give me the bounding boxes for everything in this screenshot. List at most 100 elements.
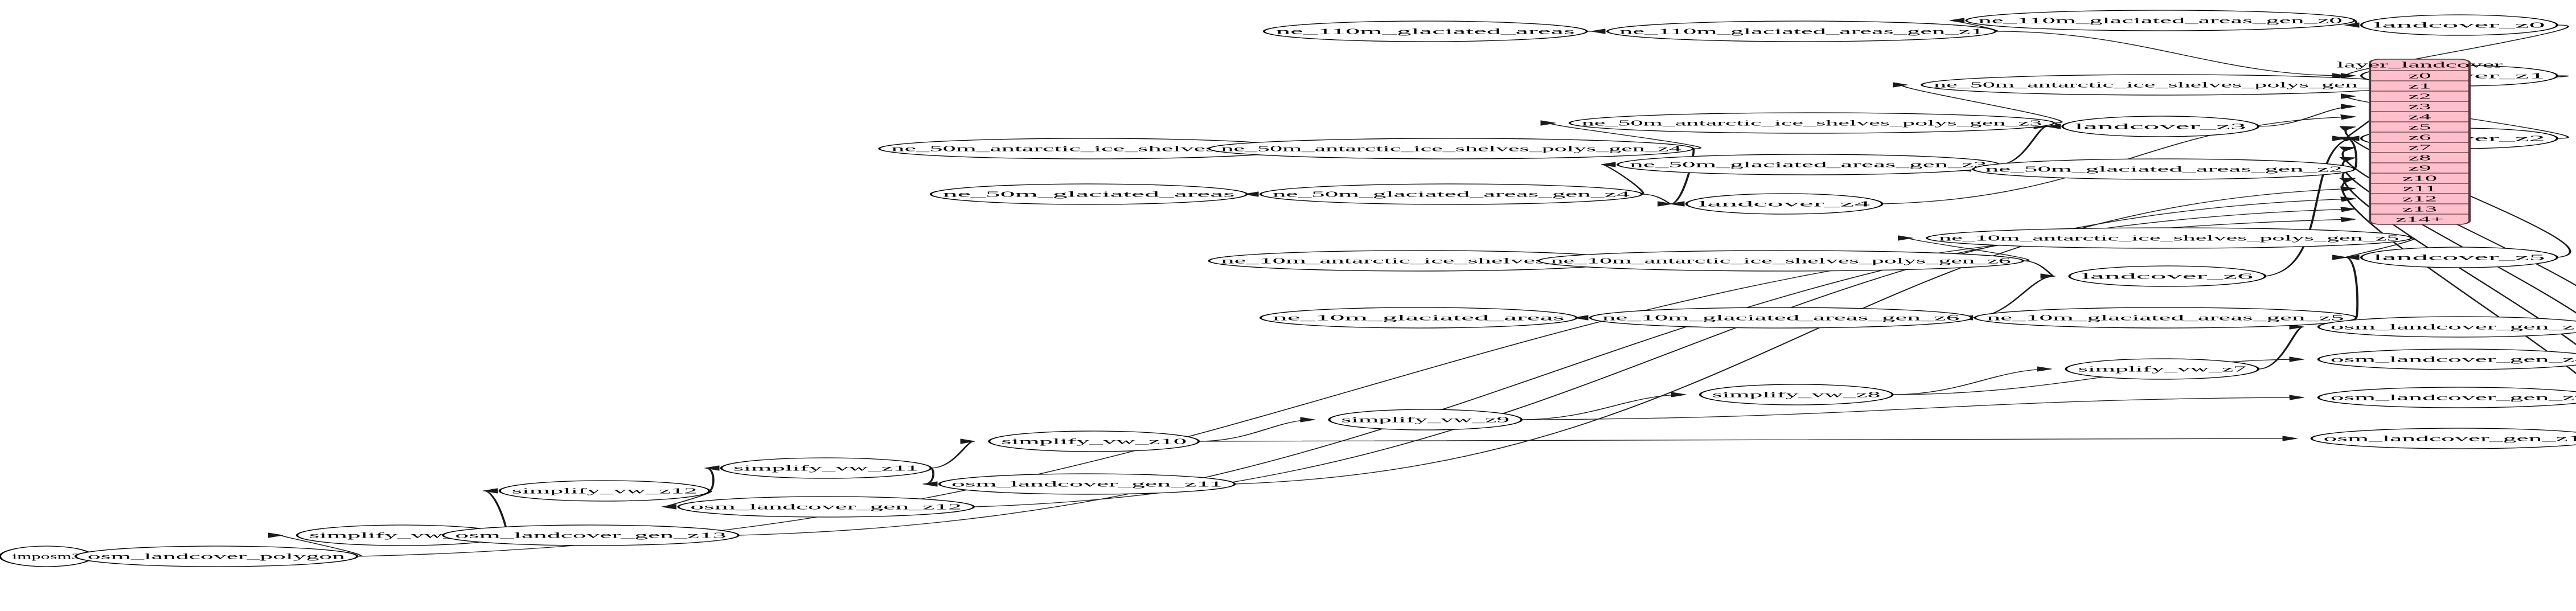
node-label: ne_10m_antarctic_ice_shelves_polys_gen_z… xyxy=(1939,233,2399,243)
node-simplify_vw_z8[interactable]: simplify_vw_z8 xyxy=(1699,384,1894,405)
node-label: imposm3 xyxy=(12,552,81,561)
table-row-z0[interactable]: z0 xyxy=(2409,71,2431,80)
node-shape xyxy=(2360,14,2558,36)
table-row-z8[interactable]: z8 xyxy=(2409,153,2431,162)
table-row-z6[interactable]: z6 xyxy=(2409,133,2431,142)
node-shape xyxy=(74,546,359,567)
edge-ne_50m_antarctic_ice_shelves_polys_gen_z4--to--landcover_z4 xyxy=(1671,148,1695,204)
node-label: ne_10m_glaciated_areas_gen_z5 xyxy=(1987,313,2344,322)
edge-simplify_vw_z10--to--osm_landcover_gen_z10 xyxy=(1199,438,2296,442)
table-header-label: layer_landcover xyxy=(2337,60,2503,69)
node-shape xyxy=(1699,384,1894,405)
node-label: osm_landcover_gen_z8 xyxy=(2331,355,2576,364)
node-label: landcover_z6 xyxy=(2081,272,2253,281)
node-label: osm_landcover_gen_z7 xyxy=(2331,322,2576,331)
node-label: ne_10m_antarctic_ice_shelves_polys xyxy=(1221,256,1616,265)
node-label: simplify_vw_z8 xyxy=(1712,390,1881,399)
node-shape xyxy=(2317,316,2576,338)
node-imposm3[interactable]: imposm3 xyxy=(0,546,94,567)
table-row-z3[interactable]: z3 xyxy=(2409,102,2431,111)
node-shape xyxy=(929,183,1248,205)
table-row-z12[interactable]: z12 xyxy=(2402,194,2437,203)
node-ne_10m_glaciated_areas[interactable]: ne_10m_glaciated_areas xyxy=(1259,307,1578,329)
node-osm_landcover_gen_z9[interactable]: osm_landcover_gen_z9 xyxy=(2317,387,2576,408)
node-label: ne_50m_glaciated_areas_gen_z4 xyxy=(1273,190,1630,199)
node-osm_landcover_gen_z12[interactable]: osm_landcover_gen_z12 xyxy=(677,496,975,518)
node-shape xyxy=(677,496,975,518)
node-ne_10m_antarctic_ice_shelves_polys_gen_z6[interactable]: ne_10m_antarctic_ice_shelves_polys_gen_z… xyxy=(1537,250,2024,272)
node-ne_50m_glaciated_areas_gen_z3[interactable]: ne_50m_glaciated_areas_gen_z3 xyxy=(1617,154,2000,175)
node-simplify_vw_z7[interactable]: simplify_vw_z7 xyxy=(2065,358,2260,380)
node-ne_50m_glaciated_areas_gen_z2[interactable]: ne_50m_glaciated_areas_gen_z2 xyxy=(1972,158,2356,180)
edge-ne_10m_antarctic_ice_shelves_polys_gen_z6--to--landcover_z6 xyxy=(2023,260,2054,276)
node-ne_10m_glaciated_areas_gen_z6[interactable]: ne_10m_glaciated_areas_gen_z6 xyxy=(1589,307,1973,329)
node-shape xyxy=(1685,193,1884,215)
node-label: simplify_vw_z10 xyxy=(1001,437,1187,446)
nodes-layer: imposm3 osm_landcover_polygon simplify_vw_… xyxy=(0,10,2576,567)
node-label: landcover_z4 xyxy=(1699,199,1871,208)
node-ne_110m_glaciated_areas[interactable]: ne_110m_glaciated_areas xyxy=(1262,20,1588,42)
table-row-z9[interactable]: z9 xyxy=(2409,163,2431,173)
table-row-z7[interactable]: z7 xyxy=(2409,143,2431,152)
node-ne_110m_glaciated_areas_gen_z0[interactable]: ne_110m_glaciated_areas_gen_z0 xyxy=(1965,10,2356,31)
table-row-z11[interactable]: z11 xyxy=(2403,184,2436,193)
node-ne_10m_antarctic_ice_shelves_polys_gen_z5[interactable]: ne_10m_antarctic_ice_shelves_polys_gen_z… xyxy=(1925,227,2413,249)
node-shape xyxy=(938,473,1236,495)
node-ne_50m_antarctic_ice_shelves_polys[interactable]: ne_50m_antarctic_ice_shelves_polys xyxy=(878,138,1300,159)
node-landcover_z4[interactable]: landcover_z4 xyxy=(1685,193,1884,215)
table-row-z10[interactable]: z10 xyxy=(2402,174,2437,183)
node-ne_50m_antarctic_ice_shelves_polys_gen_z4[interactable]: ne_50m_antarctic_ice_shelves_polys_gen_z… xyxy=(1208,138,1695,159)
node-osm_landcover_gen_z8[interactable]: osm_landcover_gen_z8 xyxy=(2317,348,2576,370)
node-osm_landcover_gen_z10[interactable]: osm_landcover_gen_z10 xyxy=(2310,428,2576,449)
node-label: osm_landcover_gen_z13 xyxy=(455,531,727,540)
node-simplify_vw_z11[interactable]: simplify_vw_z11 xyxy=(720,457,932,479)
node-simplify_vw_z9[interactable]: simplify_vw_z9 xyxy=(1328,409,1523,430)
node-shape xyxy=(442,524,740,546)
edge-ne_50m_glaciated_areas_gen_z3--to--landcover_z3 xyxy=(1999,126,2047,165)
node-osm_landcover_polygon[interactable]: osm_landcover_polygon xyxy=(74,546,359,567)
node-shape xyxy=(1606,20,1997,42)
node-shape xyxy=(2317,348,2576,370)
node-osm_landcover_gen_z13[interactable]: osm_landcover_gen_z13 xyxy=(442,524,740,546)
node-landcover_z3[interactable]: landcover_z3 xyxy=(2061,116,2260,137)
node-shape xyxy=(1259,183,1643,205)
node-label: osm_landcover_gen_z12 xyxy=(690,502,962,511)
edge-ne_110m_glaciated_areas_gen_z1--to--landcover_z1 xyxy=(1995,31,2346,76)
node-ne_110m_glaciated_areas_gen_z1[interactable]: ne_110m_glaciated_areas_gen_z1 xyxy=(1606,20,1997,42)
node-osm_landcover_gen_z11[interactable]: osm_landcover_gen_z11 xyxy=(938,473,1236,495)
table-row-z1[interactable]: z1 xyxy=(2409,81,2431,91)
node-shape xyxy=(2068,265,2267,287)
table-row-z2[interactable]: z2 xyxy=(2409,92,2431,101)
node-label: ne_110m_glaciated_areas_gen_z0 xyxy=(1978,16,2342,25)
node-simplify_vw_z10[interactable]: simplify_vw_z10 xyxy=(988,430,1200,452)
node-shape xyxy=(1972,158,2356,180)
node-ne_50m_glaciated_areas[interactable]: ne_50m_glaciated_areas xyxy=(929,183,1248,205)
node-label: ne_10m_glaciated_areas xyxy=(1273,313,1565,322)
node-ne_50m_antarctic_ice_shelves_polys_gen_z3[interactable]: ne_50m_antarctic_ice_shelves_polys_gen_z… xyxy=(1568,112,2056,134)
node-landcover_z5[interactable]: landcover_z5 xyxy=(2360,247,2558,268)
node-label: ne_50m_antarctic_ice_shelves_polys xyxy=(891,144,1286,153)
edge-osm_landcover_gen_z10--to--layer_landcover.z10 xyxy=(2342,178,2576,375)
edge-landcover_z0--to--layer_landcover.z0 xyxy=(2348,24,2569,76)
node-osm_landcover_gen_z7[interactable]: osm_landcover_gen_z7 xyxy=(2317,316,2576,338)
table-row-z13[interactable]: z13 xyxy=(2402,204,2437,214)
node-label: ne_10m_glaciated_areas_gen_z6 xyxy=(1602,313,1959,322)
table-row-z14p[interactable]: z14+ xyxy=(2395,215,2444,224)
node-ne_10m_glaciated_areas_gen_z5[interactable]: ne_10m_glaciated_areas_gen_z5 xyxy=(1974,307,2357,329)
node-shape xyxy=(1974,307,2357,329)
table-row-z4[interactable]: z4 xyxy=(2409,112,2431,121)
node-ne_50m_antarctic_ice_shelves_polys_gen_z2[interactable]: ne_50m_antarctic_ice_shelves_polys_gen_z… xyxy=(1920,74,2407,96)
node-simplify_vw_z12[interactable]: simplify_vw_z12 xyxy=(498,480,711,502)
node-ne_50m_glaciated_areas_gen_z4[interactable]: ne_50m_glaciated_areas_gen_z4 xyxy=(1259,183,1643,205)
node-label: osm_landcover_polygon xyxy=(88,552,346,561)
node-landcover_z6[interactable]: landcover_z6 xyxy=(2068,265,2267,287)
edge-osm_landcover_gen_z11--to--layer_landcover.z11 xyxy=(1234,188,2355,485)
edges-layer xyxy=(60,20,2576,556)
node-landcover_z0[interactable]: landcover_z0 xyxy=(2360,14,2558,36)
node-label: simplify_vw_z12 xyxy=(512,486,698,495)
edge-osm_landcover_polygon--to--simplify_vw_z13 xyxy=(281,535,362,557)
table-row-z5[interactable]: z5 xyxy=(2409,122,2431,132)
node-label: osm_landcover_gen_z10 xyxy=(2324,434,2576,443)
node-ne_10m_antarctic_ice_shelves_polys[interactable]: ne_10m_antarctic_ice_shelves_polys xyxy=(1208,250,1630,272)
